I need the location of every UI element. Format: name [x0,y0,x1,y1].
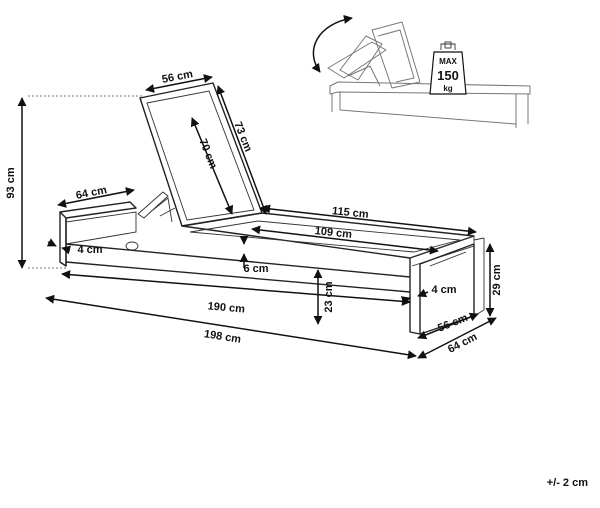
dimension-labels: 93 cm 56 cm 73 cm 70 cm 64 cm 4 cm 6 cm … [5,68,503,356]
label-bed-length-outer: 115 cm [331,205,369,221]
head-rail-top [59,201,137,219]
label-backrest-width: 56 cm [161,68,194,86]
inset-illustration: MAX 150 kg [311,14,531,128]
label-total-length: 198 cm [203,328,242,346]
lounger-drawing [28,82,485,335]
inset-backrest-high [371,21,421,89]
label-backrest-inner-length: 70 cm [196,137,219,171]
side-rail-top [65,243,411,278]
wheel-icon [125,241,139,251]
badge-weight-value: 150 [437,68,459,83]
head-end-leg [59,212,67,267]
label-seat-thickness: 6 cm [243,263,268,275]
badge-unit-label: kg [443,84,452,93]
label-bed-length-inner: 109 cm [314,225,353,241]
label-inner-width: 56 cm [436,312,470,335]
label-inner-length: 190 cm [207,300,245,315]
label-side-frame-profile: 4 cm [431,284,456,296]
badge-max-label: MAX [439,57,457,66]
dimension-lines [17,74,497,360]
inset-backrest-mid [339,35,383,81]
label-head-width: 64 cm [75,184,108,202]
backrest-support [137,191,169,219]
label-total-height: 93 cm [5,167,17,198]
tolerance-note: +/- 2 cm [547,477,588,489]
inset-frame [329,81,531,95]
max-load-weight-icon: MAX 150 kg [429,41,467,95]
label-leg-height: 23 cm [323,281,335,312]
label-head-frame-profile: 4 cm [77,244,102,256]
inset-backrest-low [327,41,387,79]
rotation-arrow-icon [311,14,353,73]
label-backrest-outer-length: 73 cm [231,120,254,154]
label-end-height: 29 cm [491,264,503,295]
